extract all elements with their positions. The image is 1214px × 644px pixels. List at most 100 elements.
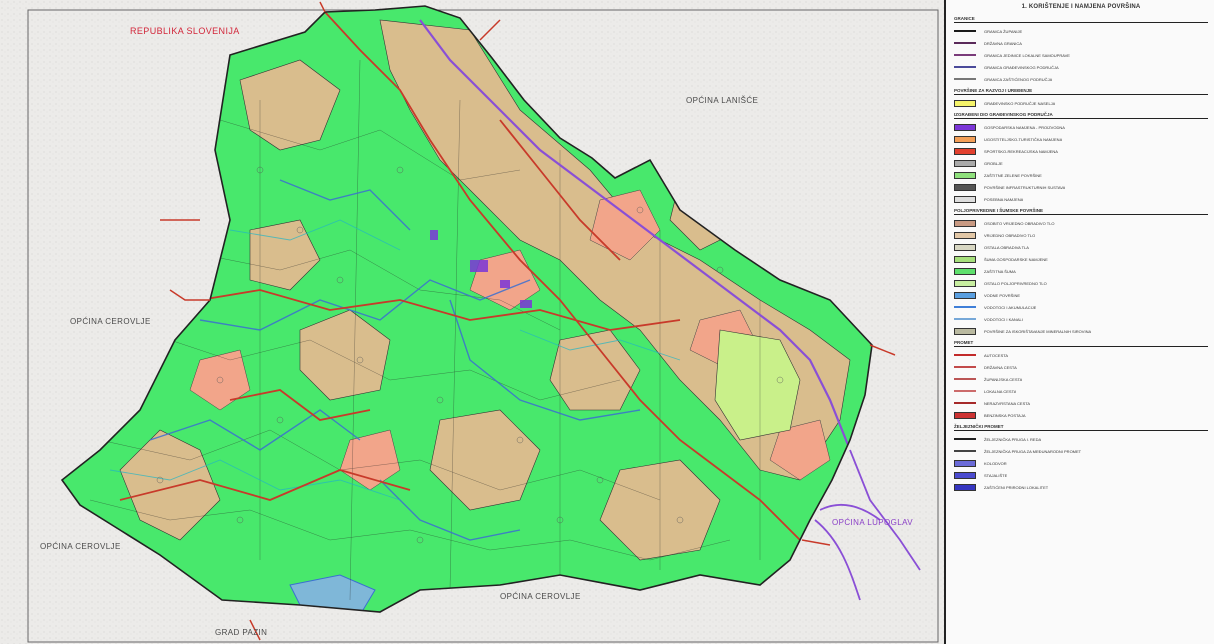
legend-symbol — [954, 411, 976, 419]
legend-row: VODOTOCI I AKUMULACIJE — [954, 301, 1208, 313]
legend-row: GRANICA GRAĐEVINSKOG PODRUČJA — [954, 61, 1208, 73]
legend-symbol — [954, 30, 976, 32]
legend-row: VODNE POVRŠINE — [954, 289, 1208, 301]
legend-label: VODOTOCI I KANALI — [984, 316, 1023, 322]
legend-symbol — [954, 66, 976, 68]
place-label-lupoglav: OPĆINA LUPOGLAV — [832, 518, 913, 527]
legend-symbol — [954, 183, 976, 191]
legend-row: VRIJEDNO OBRADIVO TLO — [954, 229, 1208, 241]
legend-row: ZAŠTITNE ZELENE POVRŠINE — [954, 169, 1208, 181]
legend-symbol — [954, 78, 976, 80]
legend-label: OSOBITO VRIJEDNO OBRADIVO TLO — [984, 220, 1055, 226]
legend-symbol — [954, 402, 976, 404]
legend-label: ZAŠTITNE ZELENE POVRŠINE — [984, 172, 1042, 178]
legend-label: GRANICA ŽUPANIJE — [984, 28, 1023, 34]
legend-label: ŽELJEZNIČKA PRUGA ZA MEĐUNARODNI PROMET — [984, 448, 1082, 454]
legend-label: GRAĐEVINSKO PODRUČJE NASELJA — [984, 100, 1056, 106]
legend-label: BENZINSKA POSTAJA — [984, 412, 1026, 418]
legend-label: ŽUPANIJSKA CESTA — [984, 376, 1023, 382]
legend-label: POSEBNA NAMJENA — [984, 196, 1024, 202]
legend-label: KOLODVOR — [984, 460, 1007, 466]
legend-section-heading: IZGRAĐENI DIO GRAĐEVINSKOG PODRUČJA — [954, 112, 1208, 119]
legend-row: POVRŠINE INFRASTRUKTURNIH SUSTAVA — [954, 181, 1208, 193]
legend-label: OSTALO POLJOPRIVREDNO TLO — [984, 280, 1047, 286]
legend-label: LOKALNA CESTA — [984, 388, 1017, 394]
legend-label: OSTALA OBRADIVA TLA — [984, 244, 1029, 250]
legend-row: GRANICA ZAŠTIĆENOG PODRUČJA — [954, 73, 1208, 85]
legend-section-heading: ŽELJEZNIČKI PROMET — [954, 424, 1208, 431]
legend-symbol — [954, 438, 976, 440]
legend-symbol — [954, 459, 976, 467]
legend-symbol — [954, 483, 976, 491]
legend-label: VODNE POVRŠINE — [984, 292, 1021, 298]
legend-row: UGOSTITELJSKO-TURISTIČKA NAMJENA — [954, 133, 1208, 145]
legend-symbol — [954, 54, 976, 56]
legend-label: ŽELJEZNIČKA PRUGA I. REDA — [984, 436, 1042, 442]
place-label-lanisce: OPĆINA LANIŠĆE — [686, 96, 759, 105]
legend-row: ŽELJEZNIČKA PRUGA ZA MEĐUNARODNI PROMET — [954, 445, 1208, 457]
legend-label: POVRŠINE ZA ISKORIŠTAVANJE MINERALNIH SI… — [984, 328, 1092, 334]
legend-label: SPORTSKO-REKREACIJSKA NAMJENA — [984, 148, 1058, 154]
legend-row: NERAZVRSTANA CESTA — [954, 397, 1208, 409]
legend-symbol — [954, 243, 976, 251]
legend-row: DRŽAVNA CESTA — [954, 361, 1208, 373]
legend-symbol — [954, 327, 976, 335]
legend-label: DRŽAVNA GRANICA — [984, 40, 1022, 46]
legend-label: STAJALIŠTE — [984, 472, 1008, 478]
place-label-cerovlje-southwest: OPĆINA CEROVLJE — [40, 542, 121, 551]
legend-symbol — [954, 99, 976, 107]
legend-row: OSTALO POLJOPRIVREDNO TLO — [954, 277, 1208, 289]
legend-label: DRŽAVNA CESTA — [984, 364, 1017, 370]
legend-symbol — [954, 279, 976, 287]
legend-symbol — [954, 390, 976, 392]
legend-label: VRIJEDNO OBRADIVO TLO — [984, 232, 1036, 238]
legend-symbol — [954, 135, 976, 143]
legend-label: GOSPODARSKA NAMJENA - PROIZVODNA — [984, 124, 1065, 130]
legend-symbol — [954, 123, 976, 131]
legend-row: GOSPODARSKA NAMJENA - PROIZVODNA — [954, 121, 1208, 133]
legend-symbol — [954, 147, 976, 155]
legend-symbol — [954, 231, 976, 239]
legend-row: STAJALIŠTE — [954, 469, 1208, 481]
legend-section-heading: PROMET — [954, 340, 1208, 347]
legend-label: ZAŠTITNA ŠUMA — [984, 268, 1016, 274]
legend-row: POSEBNA NAMJENA — [954, 193, 1208, 205]
land-use-map[interactable]: REPUBLIKA SLOVENIJA OPĆINA LANIŠĆE OPĆIN… — [0, 0, 944, 644]
legend-row: GRANICA JEDINICE LOKALNE SAMOUPRAVE — [954, 49, 1208, 61]
legend-row: ŽELJEZNIČKA PRUGA I. REDA — [954, 433, 1208, 445]
legend-symbol — [954, 318, 976, 320]
legend-symbol — [954, 219, 976, 227]
legend-row: OSOBITO VRIJEDNO OBRADIVO TLO — [954, 217, 1208, 229]
legend-row: ZAŠTIĆENI PRIRODNI LOKALITET — [954, 481, 1208, 493]
legend-row: LOKALNA CESTA — [954, 385, 1208, 397]
place-label-grad-pazin: GRAD PAZIN — [215, 628, 268, 637]
legend-row: GRANICA ŽUPANIJE — [954, 25, 1208, 37]
legend-section-heading: POVRŠINE ZA RAZVOJ I UREĐENJE — [954, 88, 1208, 95]
legend-symbol — [954, 42, 976, 44]
legend-row: ŽUPANIJSKA CESTA — [954, 373, 1208, 385]
legend-symbol — [954, 171, 976, 179]
legend-symbol — [954, 159, 976, 167]
place-label-republika-slovenija: REPUBLIKA SLOVENIJA — [130, 26, 240, 36]
legend-symbol — [954, 267, 976, 275]
legend-row: AUTOCESTA — [954, 349, 1208, 361]
highway-outside — [814, 449, 921, 601]
legend-section-heading: POLJOPRIVREDNE I ŠUMSKE POVRŠINE — [954, 208, 1208, 215]
legend-label: UGOSTITELJSKO-TURISTIČKA NAMJENA — [984, 136, 1063, 142]
legend-symbol — [954, 291, 976, 299]
legend-label: GRANICA ZAŠTIĆENOG PODRUČJA — [984, 76, 1053, 82]
legend-row: BENZINSKA POSTAJA — [954, 409, 1208, 421]
legend-row: SPORTSKO-REKREACIJSKA NAMJENA — [954, 145, 1208, 157]
legend-row: POVRŠINE ZA ISKORIŠTAVANJE MINERALNIH SI… — [954, 325, 1208, 337]
legend-row: KOLODVOR — [954, 457, 1208, 469]
legend-label: ZAŠTIĆENI PRIRODNI LOKALITET — [984, 484, 1049, 490]
legend-symbol — [954, 306, 976, 308]
map-frame — [27, 9, 939, 643]
legend-symbol — [954, 195, 976, 203]
roads-outside — [160, 1, 896, 641]
map-legend: 1. KORIŠTENJE I NAMJENA POVRŠINA GRANICE… — [944, 0, 1214, 644]
legend-label: GRANICA GRAĐEVINSKOG PODRUČJA — [984, 64, 1059, 70]
legend-label: ŠUMA GOSPODARSKE NAMJENE — [984, 256, 1048, 262]
